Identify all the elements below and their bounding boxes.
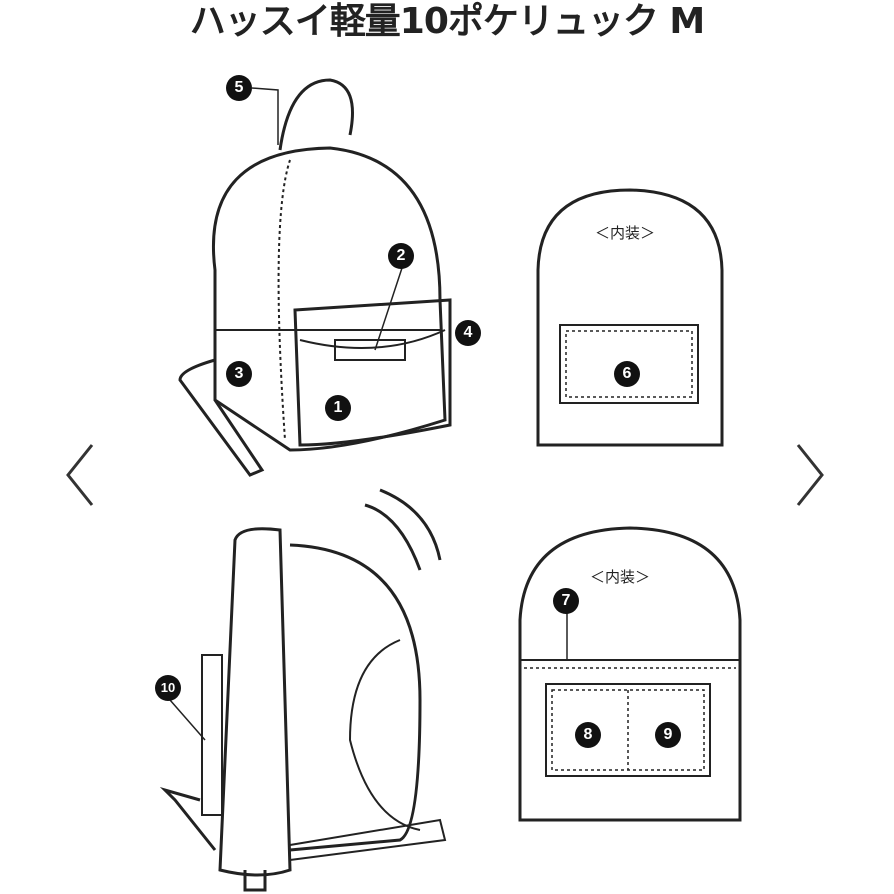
callout-badge-9: 9 [655,722,681,748]
previous-image-button[interactable] [60,440,100,510]
callout-badge-3: 3 [226,361,252,387]
interior-label: ＜内装＞ [595,224,656,242]
callout-badge-10: 10 [155,675,181,701]
callout-badge-8: 8 [575,722,601,748]
chevron-right-icon [796,444,824,506]
interior-view-1-drawing [536,188,724,447]
callout-badge-5: 5 [226,75,252,101]
callout-badge-1: 1 [325,395,351,421]
callout-leader-lines [169,87,568,741]
product-title: ハッスイ軽量10ポケリュック M [189,1,705,42]
callout-badge-2: 2 [388,243,414,269]
side-view-drawing [159,488,447,892]
next-image-button[interactable] [790,440,830,510]
chevron-left-icon [66,444,94,506]
callout-badge-4: 4 [455,320,481,346]
callout-badge-7: 7 [553,588,579,614]
interior-view-2-drawing [518,526,742,822]
interior-label-2: ＜内装＞ [590,568,651,586]
callout-badge-6: 6 [614,361,640,387]
front-view-drawing [178,78,452,477]
